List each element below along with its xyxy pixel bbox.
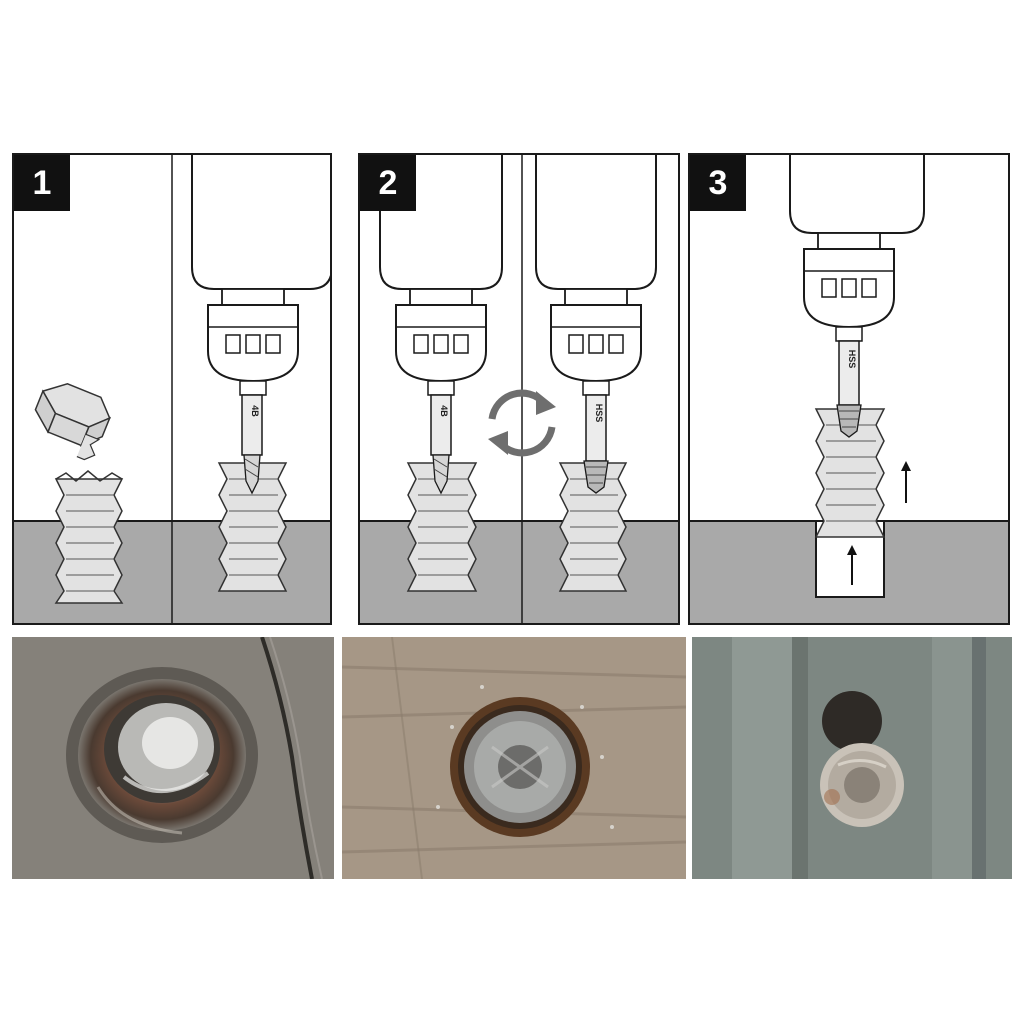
- drill-icon: 4B: [191, 155, 330, 495]
- step-1-panel: 1: [12, 153, 332, 625]
- step-3-panel: 3 HSS: [688, 153, 1010, 625]
- bit-label-right: HSS: [594, 404, 604, 423]
- up-arrow-icon: [847, 545, 857, 585]
- extracted-screw: [814, 408, 886, 538]
- step-1-illustration: 4B: [14, 155, 330, 623]
- step-3-badge: 3: [690, 155, 746, 211]
- up-arrow-icon: [901, 461, 911, 503]
- screw-in-ground-right: [558, 462, 628, 592]
- step-2-illustration: 4B HSS: [360, 155, 678, 623]
- step-3-illustration: HSS: [690, 155, 1008, 623]
- bit-label: 4B: [250, 405, 260, 417]
- ground: [360, 521, 678, 623]
- screw-in-ground: [217, 462, 288, 592]
- photo-rusted-broken-bolt: [12, 637, 334, 879]
- photo-stripped-screw-in-wood: [342, 637, 686, 879]
- drill-icon: HSS: [535, 155, 657, 494]
- step-1-badge: 1: [14, 155, 70, 211]
- bit-label: HSS: [847, 350, 857, 369]
- drill-icon: HSS: [789, 155, 925, 438]
- broken-screw: [54, 470, 124, 604]
- screw-in-ground-left: [406, 462, 478, 592]
- photo-screw-in-metal-sheet: [692, 637, 1012, 879]
- step-2-panel: 2 4B: [358, 153, 680, 625]
- broken-screw-head: [34, 382, 112, 461]
- rotate-arrows-icon: [488, 389, 556, 457]
- bit-label-left: 4B: [439, 405, 449, 417]
- step-2-badge: 2: [360, 155, 416, 211]
